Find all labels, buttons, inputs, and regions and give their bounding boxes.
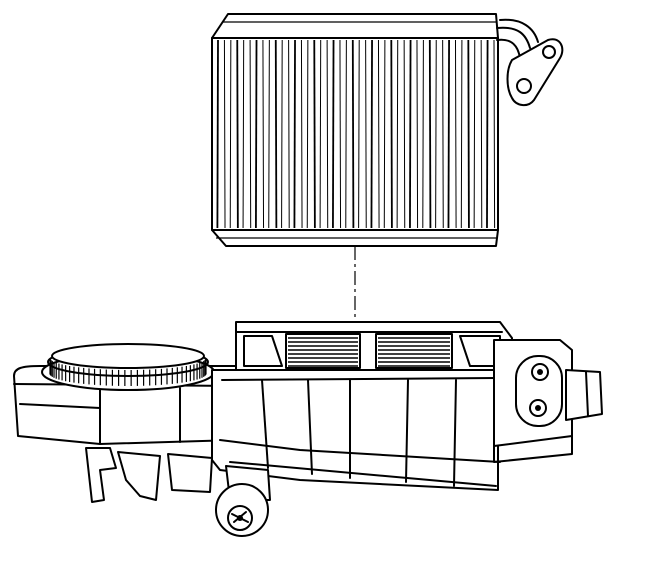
core-fin	[332, 39, 335, 229]
core-fin	[242, 39, 245, 229]
core-fin	[236, 39, 239, 229]
core-fin	[255, 39, 258, 229]
core-fin	[383, 39, 386, 229]
core-fin	[358, 39, 360, 229]
core-fin	[319, 39, 322, 229]
core-fin	[454, 39, 457, 229]
core-fin	[460, 39, 463, 229]
core-fin	[486, 39, 489, 229]
core-fin	[467, 39, 470, 229]
core-fin	[223, 39, 226, 229]
core-fin	[422, 39, 424, 229]
core-fin	[351, 39, 355, 229]
core-fin	[216, 39, 219, 229]
core-fin	[390, 39, 393, 229]
core-fin	[409, 39, 412, 229]
core-fin	[306, 39, 309, 229]
core-fin	[262, 39, 265, 229]
core-fin	[229, 39, 232, 229]
core-fin	[403, 39, 406, 229]
core-fin	[326, 39, 329, 229]
core-fin	[339, 39, 342, 229]
core-fin	[281, 39, 283, 229]
core-fin	[249, 39, 252, 229]
core-fin	[447, 39, 450, 229]
tube-mounting-flange	[506, 38, 564, 106]
core-fin	[480, 39, 483, 229]
evaporator-opening	[243, 333, 501, 369]
core-fin	[268, 39, 270, 229]
core-fin	[442, 39, 444, 229]
drain-fitting	[215, 465, 271, 537]
core-fin	[396, 39, 399, 229]
core-fin	[288, 39, 290, 229]
evaporator-core	[211, 13, 499, 247]
core-fin	[345, 39, 347, 229]
core-fin	[435, 39, 437, 229]
core-fin	[293, 39, 296, 229]
evaporator-core-fins	[216, 39, 496, 229]
core-fin	[377, 39, 380, 229]
blower-motor-opening	[41, 343, 215, 391]
core-fin	[313, 39, 316, 229]
core-fin	[428, 39, 432, 229]
pipe-block-connector	[493, 339, 603, 463]
core-fin	[274, 39, 278, 229]
core-fin	[300, 39, 303, 229]
core-fin	[416, 39, 419, 229]
hvac-module-case	[13, 321, 513, 503]
core-fin	[370, 39, 373, 229]
core-fin	[473, 39, 476, 229]
core-fin	[493, 39, 496, 229]
core-fin	[365, 39, 367, 229]
